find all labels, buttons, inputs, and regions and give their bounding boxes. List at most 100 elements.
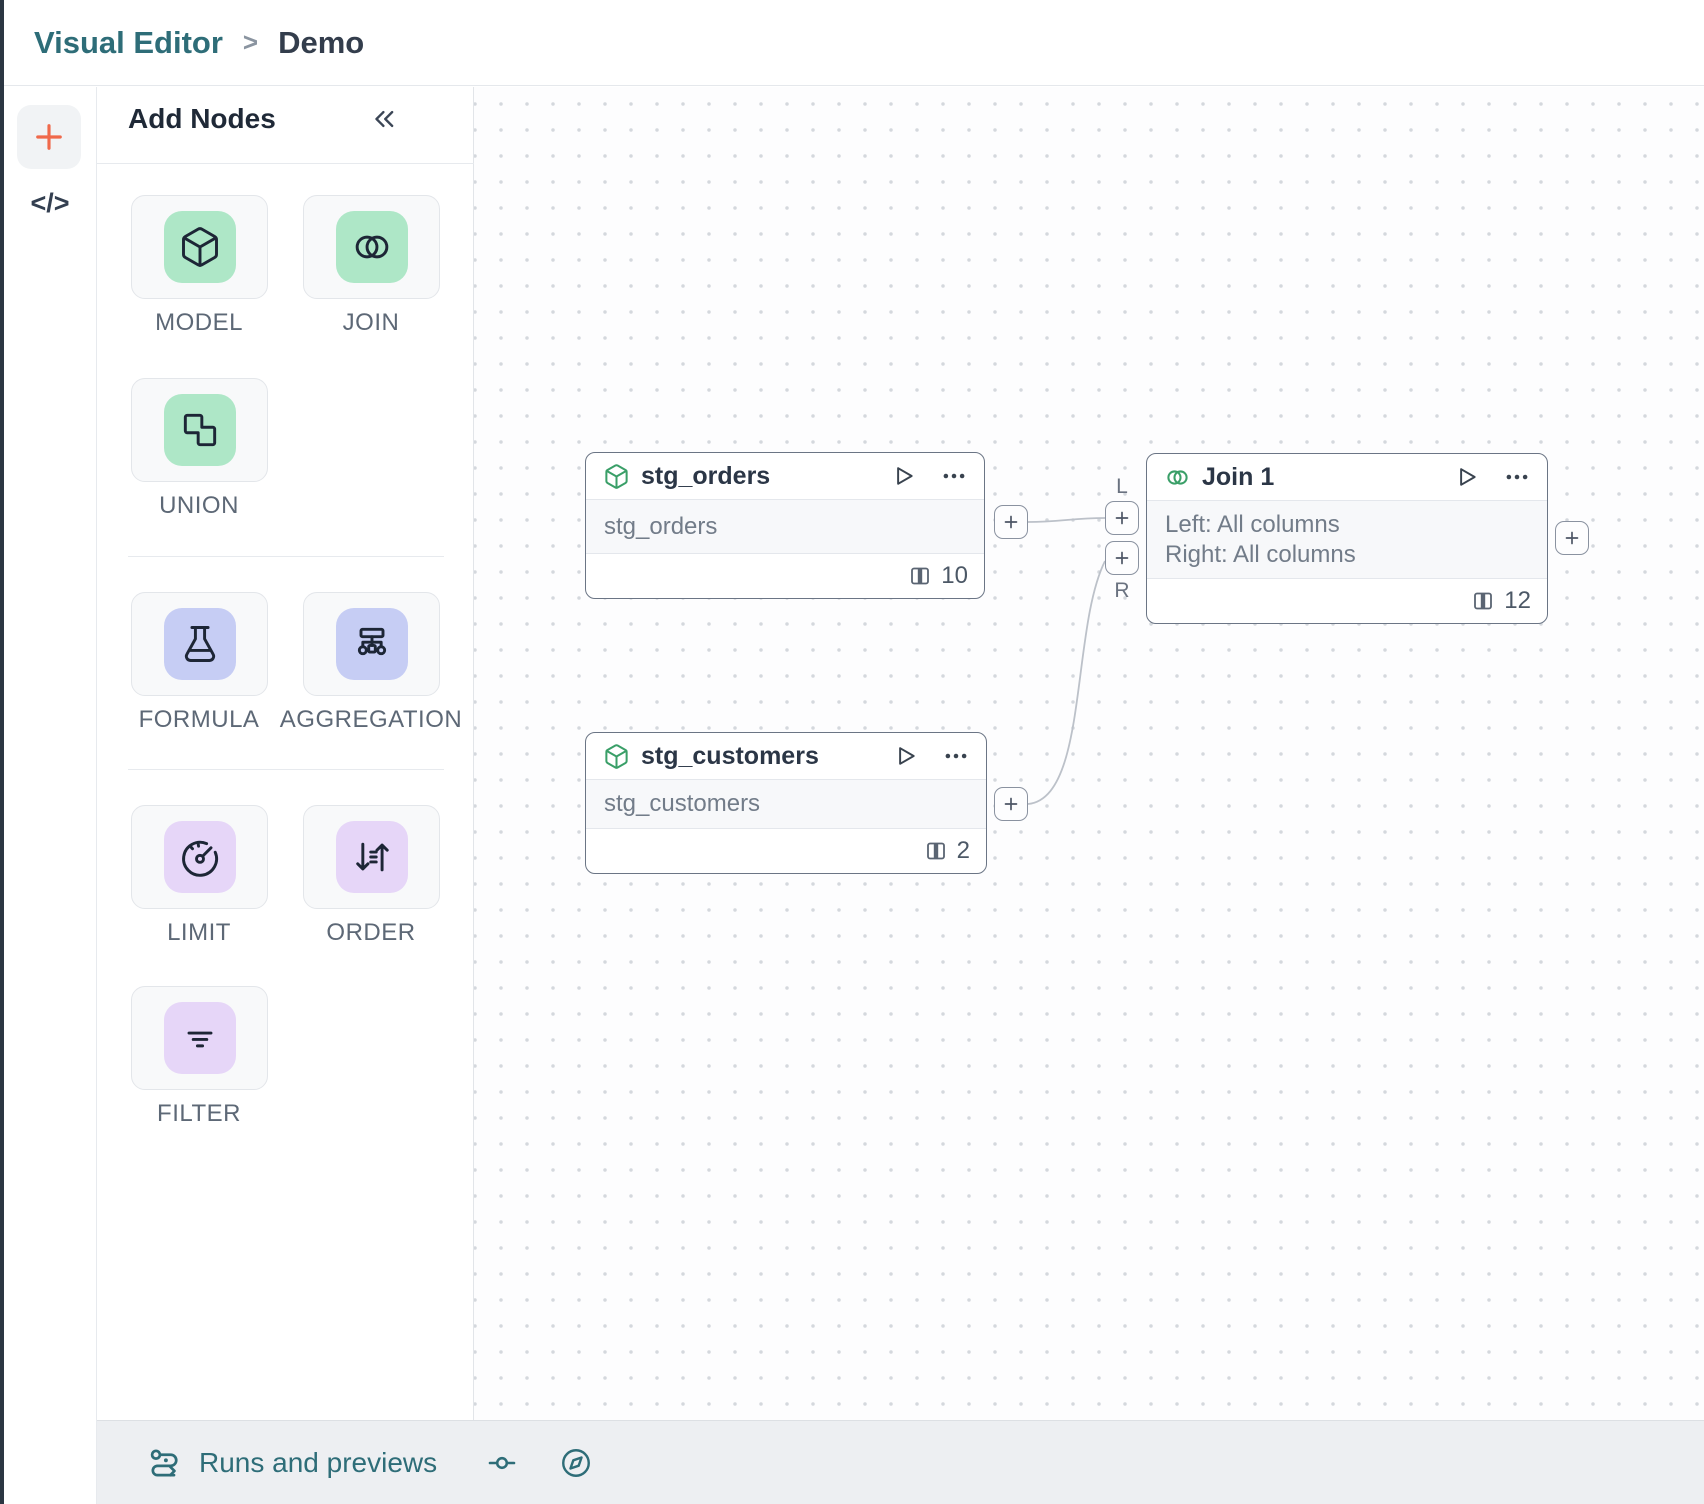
node-body: stg_customers bbox=[586, 779, 986, 829]
statusbar: Runs and previews bbox=[97, 1420, 1704, 1504]
tile-aggregation[interactable] bbox=[303, 592, 440, 696]
node-subtitle: stg_customers bbox=[604, 790, 761, 817]
edge-orders-to-join bbox=[1027, 517, 1106, 523]
node-title: stg_customers bbox=[641, 741, 819, 770]
add-node-button[interactable] bbox=[17, 105, 81, 169]
node-menu-button[interactable] bbox=[941, 463, 967, 489]
panel-title: Add Nodes bbox=[128, 103, 276, 134]
node-header: Join 1 bbox=[1147, 454, 1547, 500]
run-node-button[interactable] bbox=[890, 463, 916, 489]
node-header: stg_customers bbox=[586, 733, 986, 779]
node-subtitle: stg_orders bbox=[604, 512, 718, 540]
port-stg-orders-output[interactable] bbox=[994, 505, 1028, 539]
column-count: 2 bbox=[956, 837, 970, 864]
join-left-port-label: L bbox=[1116, 475, 1128, 498]
collapse-panel-button[interactable] bbox=[369, 101, 405, 137]
node-title: stg_orders bbox=[641, 461, 771, 490]
left-edge-divider bbox=[0, 0, 4, 1504]
header: Visual Editor > Demo bbox=[4, 0, 1704, 86]
plus-icon bbox=[1564, 530, 1580, 546]
ellipsis-icon bbox=[1504, 464, 1530, 490]
cube-icon bbox=[603, 463, 630, 490]
join-left-summary: Left: All columns bbox=[1165, 510, 1340, 538]
node-title: Join 1 bbox=[1202, 462, 1275, 491]
cube-icon bbox=[163, 211, 236, 283]
plus-icon bbox=[1003, 796, 1019, 812]
node-stg-customers[interactable]: stg_customers stg_customers 2 bbox=[585, 732, 987, 874]
tile-label-aggregation: AGGREGATION bbox=[279, 706, 463, 733]
cube-icon bbox=[603, 743, 630, 770]
node-menu-button[interactable] bbox=[943, 743, 969, 769]
node-menu-button[interactable] bbox=[1504, 464, 1530, 490]
node-header: stg_orders bbox=[586, 453, 984, 499]
double-chevron-left-icon bbox=[369, 104, 405, 134]
tile-label-limit: LIMIT bbox=[167, 919, 231, 946]
add-nodes-panel: Add Nodes MODEL JOIN UNION bbox=[97, 87, 474, 1420]
node-footer: 2 bbox=[586, 829, 986, 873]
panel-header-divider bbox=[97, 163, 474, 164]
code-view-button[interactable]: </> bbox=[4, 183, 96, 223]
breadcrumb-separator: > bbox=[242, 27, 259, 57]
run-node-button[interactable] bbox=[1453, 464, 1479, 490]
compass-icon[interactable] bbox=[559, 1446, 593, 1480]
port-join-output[interactable] bbox=[1555, 521, 1589, 555]
columns-icon bbox=[924, 839, 948, 863]
port-join-left-input[interactable] bbox=[1105, 501, 1139, 535]
join-right-port-label: R bbox=[1114, 579, 1130, 602]
sitemap-icon bbox=[335, 608, 408, 680]
flow-canvas[interactable]: stg_orders stg_orders 10 bbox=[474, 87, 1704, 1420]
column-count: 10 bbox=[941, 562, 968, 589]
commit-icon[interactable] bbox=[485, 1446, 519, 1480]
column-count: 12 bbox=[1504, 587, 1531, 614]
columns-icon bbox=[1471, 589, 1495, 613]
ellipsis-icon bbox=[943, 743, 969, 769]
run-node-button[interactable] bbox=[892, 743, 918, 769]
port-stg-customers-output[interactable] bbox=[994, 787, 1028, 821]
join-right-summary: Right: All columns bbox=[1165, 540, 1356, 568]
node-join-1[interactable]: Join 1 Left: All columns Right: All colu… bbox=[1146, 453, 1548, 624]
runs-and-previews-label: Runs and previews bbox=[199, 1446, 438, 1478]
play-icon bbox=[1453, 464, 1479, 490]
node-footer: 10 bbox=[586, 554, 984, 598]
plus-icon bbox=[1114, 550, 1130, 566]
tile-label-filter: FILTER bbox=[157, 1100, 241, 1127]
edge-customers-to-join bbox=[1027, 560, 1106, 805]
tile-label-formula: FORMULA bbox=[138, 706, 260, 733]
tile-filter[interactable] bbox=[131, 986, 268, 1090]
tile-label-union: UNION bbox=[159, 492, 239, 519]
node-stg-orders[interactable]: stg_orders stg_orders 10 bbox=[585, 452, 985, 599]
tile-union[interactable] bbox=[131, 378, 268, 482]
plus-icon bbox=[31, 119, 67, 155]
ellipsis-icon bbox=[941, 463, 967, 489]
venn-icon bbox=[1164, 464, 1191, 491]
tile-label-order: ORDER bbox=[326, 919, 416, 946]
node-body: stg_orders bbox=[586, 499, 984, 554]
port-join-right-input[interactable] bbox=[1105, 541, 1139, 575]
filter-lines-icon bbox=[163, 1002, 236, 1074]
gauge-icon bbox=[163, 821, 236, 893]
sort-arrows-icon bbox=[335, 821, 408, 893]
tile-join[interactable] bbox=[303, 195, 440, 299]
section-divider bbox=[128, 769, 444, 770]
plus-icon bbox=[1114, 510, 1130, 526]
union-icon bbox=[163, 394, 236, 466]
tile-formula[interactable] bbox=[131, 592, 268, 696]
route-icon bbox=[147, 1445, 183, 1481]
left-toolbar: </> bbox=[4, 87, 97, 1504]
flask-icon bbox=[163, 608, 236, 680]
breadcrumb-current: Demo bbox=[278, 24, 365, 60]
breadcrumb-root-link[interactable]: Visual Editor bbox=[34, 24, 223, 60]
runs-and-previews-button[interactable]: Runs and previews bbox=[147, 1445, 437, 1481]
node-footer: 12 bbox=[1147, 579, 1547, 623]
node-body: Left: All columns Right: All columns bbox=[1147, 500, 1547, 579]
play-icon bbox=[890, 463, 916, 489]
tile-order[interactable] bbox=[303, 805, 440, 909]
section-divider bbox=[128, 556, 444, 557]
tile-label-model: MODEL bbox=[155, 309, 243, 336]
play-icon bbox=[892, 743, 918, 769]
venn-icon bbox=[335, 211, 408, 283]
plus-icon bbox=[1003, 514, 1019, 530]
tile-model[interactable] bbox=[131, 195, 268, 299]
tile-limit[interactable] bbox=[131, 805, 268, 909]
